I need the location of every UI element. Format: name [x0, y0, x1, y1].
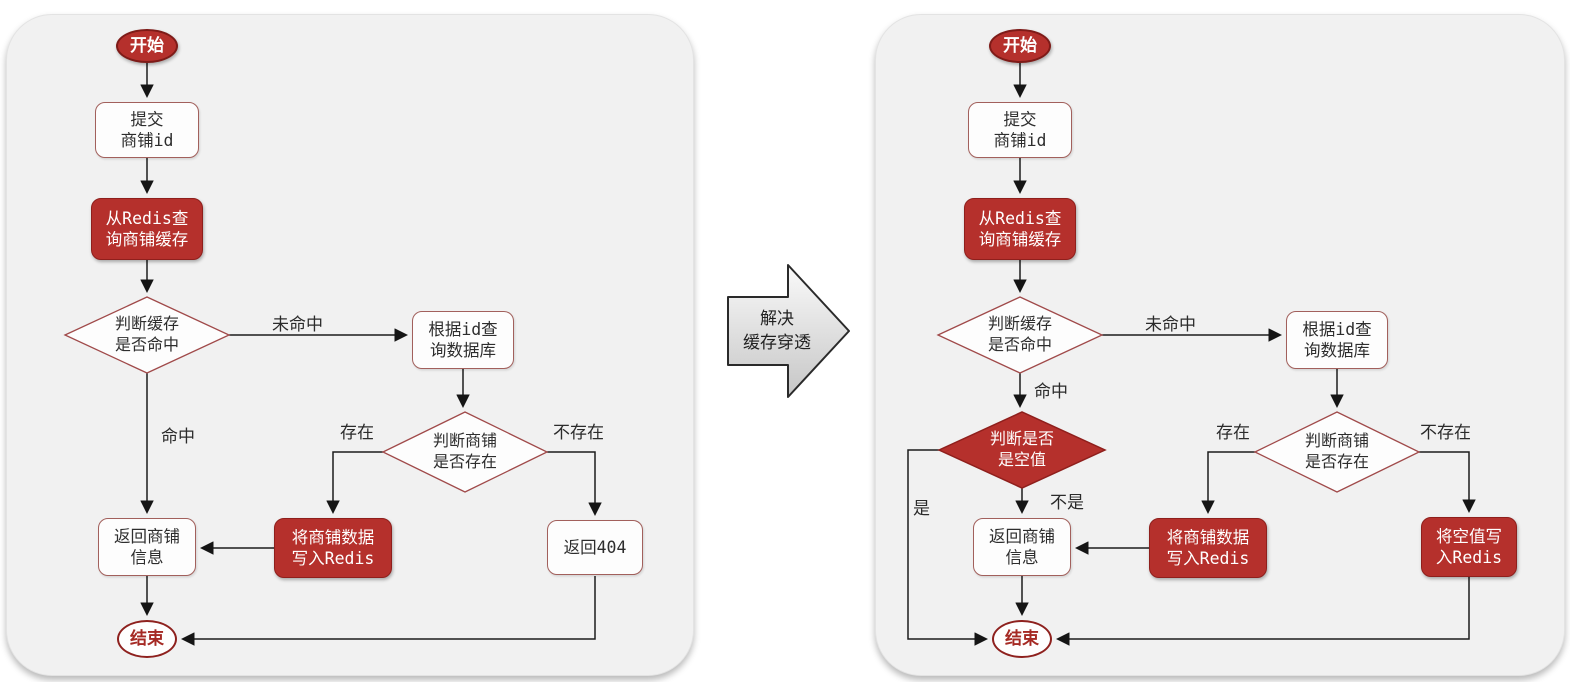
redis-query-node-right: 从Redis查 询商铺缓存 — [964, 198, 1076, 260]
redis-query-node-left: 从Redis查 询商铺缓存 — [91, 198, 203, 260]
return-shop-node-left: 返回商铺 信息 — [98, 518, 196, 576]
edge-label-hit-left: 命中 — [161, 427, 195, 447]
submit-shop-id-node-right: 提交 商铺id — [968, 102, 1072, 158]
edge-label-miss-left: 未命中 — [272, 315, 323, 335]
shop-exists-diamond-left — [381, 411, 549, 493]
end-node-left: 结束 — [117, 620, 177, 658]
write-redis-node-right: 将商铺数据 写入Redis — [1149, 518, 1267, 578]
transform-arrow-shape — [727, 264, 850, 398]
edge-notexists-left — [547, 451, 602, 516]
edge-label-hit-right: 命中 — [1034, 382, 1068, 402]
shop-exists-diamond-right — [1253, 411, 1421, 493]
edge-label-no-right: 不是 — [1050, 493, 1084, 513]
start-node-right: 开始 — [989, 29, 1051, 63]
transform-arrow-label: 解决 缓存穿透 — [743, 309, 811, 353]
return-shop-node-right: 返回商铺 信息 — [973, 518, 1071, 576]
end-node-right: 结束 — [992, 620, 1052, 658]
edge-label-exists-left: 存在 — [340, 423, 374, 443]
query-db-node-right: 根据id查 询数据库 — [1286, 311, 1388, 369]
edge-notexists-right — [1419, 451, 1476, 513]
return-404-node-left: 返回404 — [547, 520, 643, 575]
cache-hit-diamond-right — [936, 296, 1104, 374]
edge-label-yes-right: 是 — [913, 499, 930, 519]
cache-hit-diamond-left — [63, 296, 231, 374]
null-check-diamond-right — [937, 411, 1107, 489]
edge-label-not-exists-right: 不存在 — [1420, 423, 1471, 443]
edge-404-to-end-left — [181, 576, 596, 646]
edge-label-exists-right: 存在 — [1216, 423, 1250, 443]
edge-exists-left — [326, 451, 383, 514]
query-db-node-left: 根据id查 询数据库 — [412, 311, 514, 369]
submit-shop-id-node-left: 提交 商铺id — [95, 102, 199, 158]
write-null-node-right: 将空值写 入Redis — [1421, 517, 1517, 577]
edge-exists-right — [1201, 451, 1255, 514]
edge-label-not-exists-left: 不存在 — [553, 423, 604, 443]
edge-label-miss-right: 未命中 — [1145, 315, 1196, 335]
start-node-left: 开始 — [116, 29, 178, 63]
edge-yes-right — [907, 449, 988, 646]
edge-writenull-to-end-right — [1056, 577, 1470, 646]
write-redis-node-left: 将商铺数据 写入Redis — [274, 518, 392, 578]
